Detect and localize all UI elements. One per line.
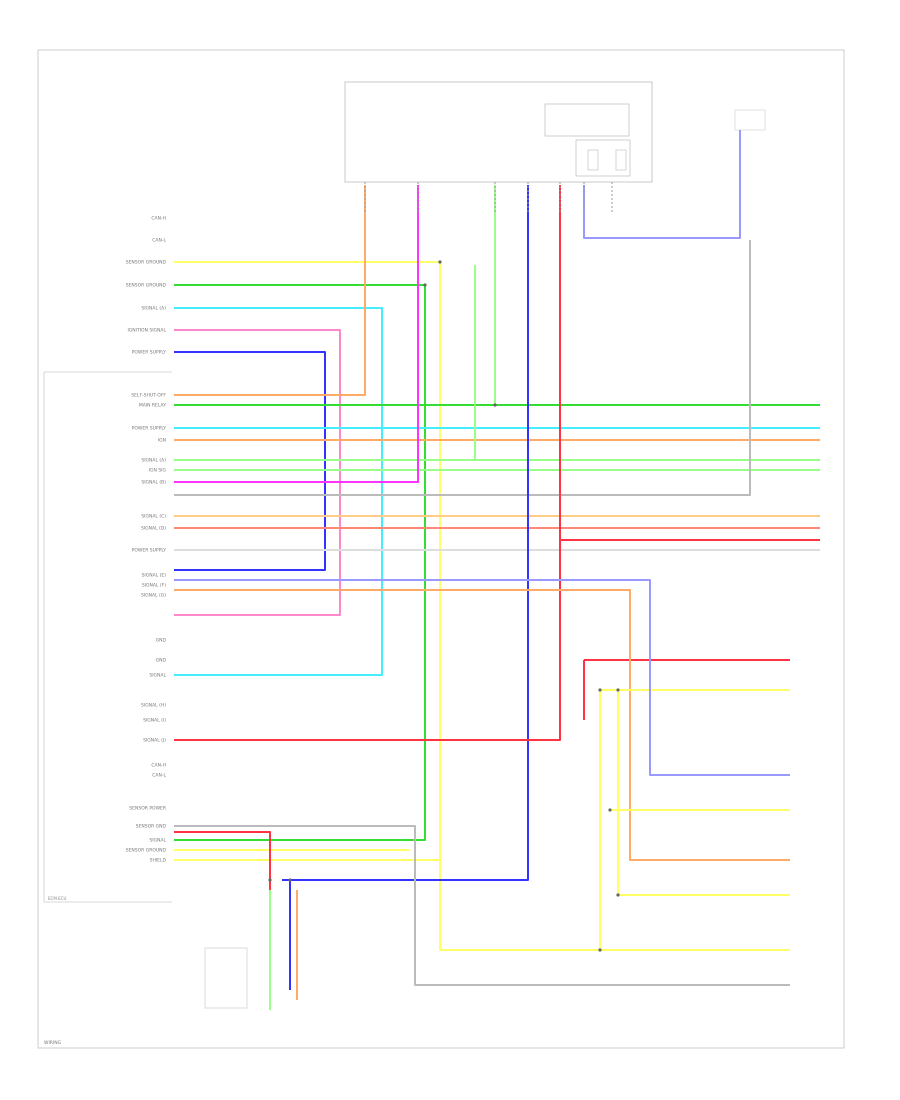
connector-dot-5 (608, 808, 612, 812)
wire-blue-17 (282, 185, 529, 881)
wire-yellow-0 (174, 261, 790, 951)
pin-label-13: SIGNAL (B) (141, 480, 166, 486)
relay-inner-box (575, 139, 631, 177)
connector-dot-3 (598, 688, 602, 692)
pin-label-0: CAN-H (151, 216, 166, 222)
wire-cyan-2 (174, 307, 383, 676)
bottom-left-sensor (204, 947, 248, 1009)
pin-label-24: SIGNAL (I) (143, 718, 166, 724)
pin-label-19: SIGNAL (G) (141, 593, 166, 599)
wire-grey-33 (174, 825, 790, 986)
pin-label-28: SENSOR POWER (129, 806, 166, 812)
frame-tag: WIRING (44, 1040, 62, 1046)
pin-label-15: SIGNAL (D) (141, 526, 166, 532)
pin-label-32: SHIELD (150, 858, 167, 864)
pin-label-12: IGN SIG (149, 468, 167, 474)
left-label-group: CAN-H CAN-L SENSOR GROUND SENSOR GROUND SIGN… (126, 216, 167, 864)
pin-label-10: IGN (158, 438, 166, 444)
wire-yellow-28 (617, 690, 790, 896)
wire-red-20 (174, 185, 561, 741)
pin-label-26: CAN-H (151, 763, 166, 769)
pin-label-16: POWER SUPPLY (132, 548, 167, 554)
wire-orange-5 (174, 185, 366, 396)
pin-label-9: POWER SUPPLY (132, 426, 167, 432)
relay-box (544, 103, 630, 137)
connector-dot-1 (423, 283, 427, 287)
relay-contact-right (615, 149, 627, 171)
wire-green-1 (174, 284, 426, 841)
wire-orange-24 (174, 589, 790, 861)
wire-pink-3 (174, 329, 341, 616)
pin-label-2: SENSOR GROUND (126, 260, 167, 266)
pin-label-14: SIGNAL (C) (141, 514, 166, 520)
wire-grey-11 (174, 240, 751, 496)
pin-label-18: SIGNAL (F) (142, 583, 166, 589)
pin-label-30: SIGNAL (149, 838, 166, 844)
connector-dot-6 (616, 893, 620, 897)
pin-label-17: SIGNAL (E) (142, 573, 167, 579)
pin-label-21: GND (156, 658, 167, 664)
fuse-relay-box (344, 81, 653, 183)
pin-label-1: CAN-L (152, 238, 166, 244)
pin-label-7: SELF-SHUT-OFF (131, 393, 166, 399)
wire-magenta-16 (174, 185, 419, 483)
pin-label-29: SENSOR GND (136, 824, 167, 830)
connector-dot-2 (493, 403, 497, 407)
pin-label-4: SIGNAL (A) (141, 306, 166, 312)
pin-label-31: SENSOR GROUND (126, 848, 167, 854)
wire-lightblue-23 (583, 130, 741, 239)
wire-lightblue-32 (174, 579, 790, 776)
diagram-frame (37, 49, 845, 1049)
connector-dot-7 (598, 948, 602, 952)
wire-red-31 (174, 831, 271, 1000)
connector-dot-group (268, 260, 620, 952)
top-right-sensor (734, 109, 766, 131)
pin-label-25: SIGNAL (J) (143, 738, 166, 744)
connector-dot-8 (268, 878, 272, 882)
pin-label-22: SIGNAL (149, 673, 166, 679)
ecm-label: ECM-ECU (48, 896, 67, 901)
ecm-outline (43, 371, 172, 903)
pin-label-6: POWER SUPPLY (132, 350, 167, 356)
relay-contact-left (587, 149, 599, 171)
pin-label-8: MAIN RELAY (139, 403, 166, 409)
wire-group (174, 130, 820, 1010)
pin-label-20: GND (156, 638, 167, 644)
connector-dot-0 (438, 260, 442, 264)
pin-label-3: SENSOR GROUND (126, 283, 167, 289)
pin-label-27: CAN-L (152, 773, 166, 779)
pin-label-11: SIGNAL (A) (141, 458, 166, 464)
connector-dot-9 (288, 878, 292, 882)
pin-label-23: SIGNAL (H) (141, 703, 166, 709)
pin-label-5: IGNITION SIGNAL (127, 328, 166, 334)
connector-dot-4 (616, 688, 620, 692)
